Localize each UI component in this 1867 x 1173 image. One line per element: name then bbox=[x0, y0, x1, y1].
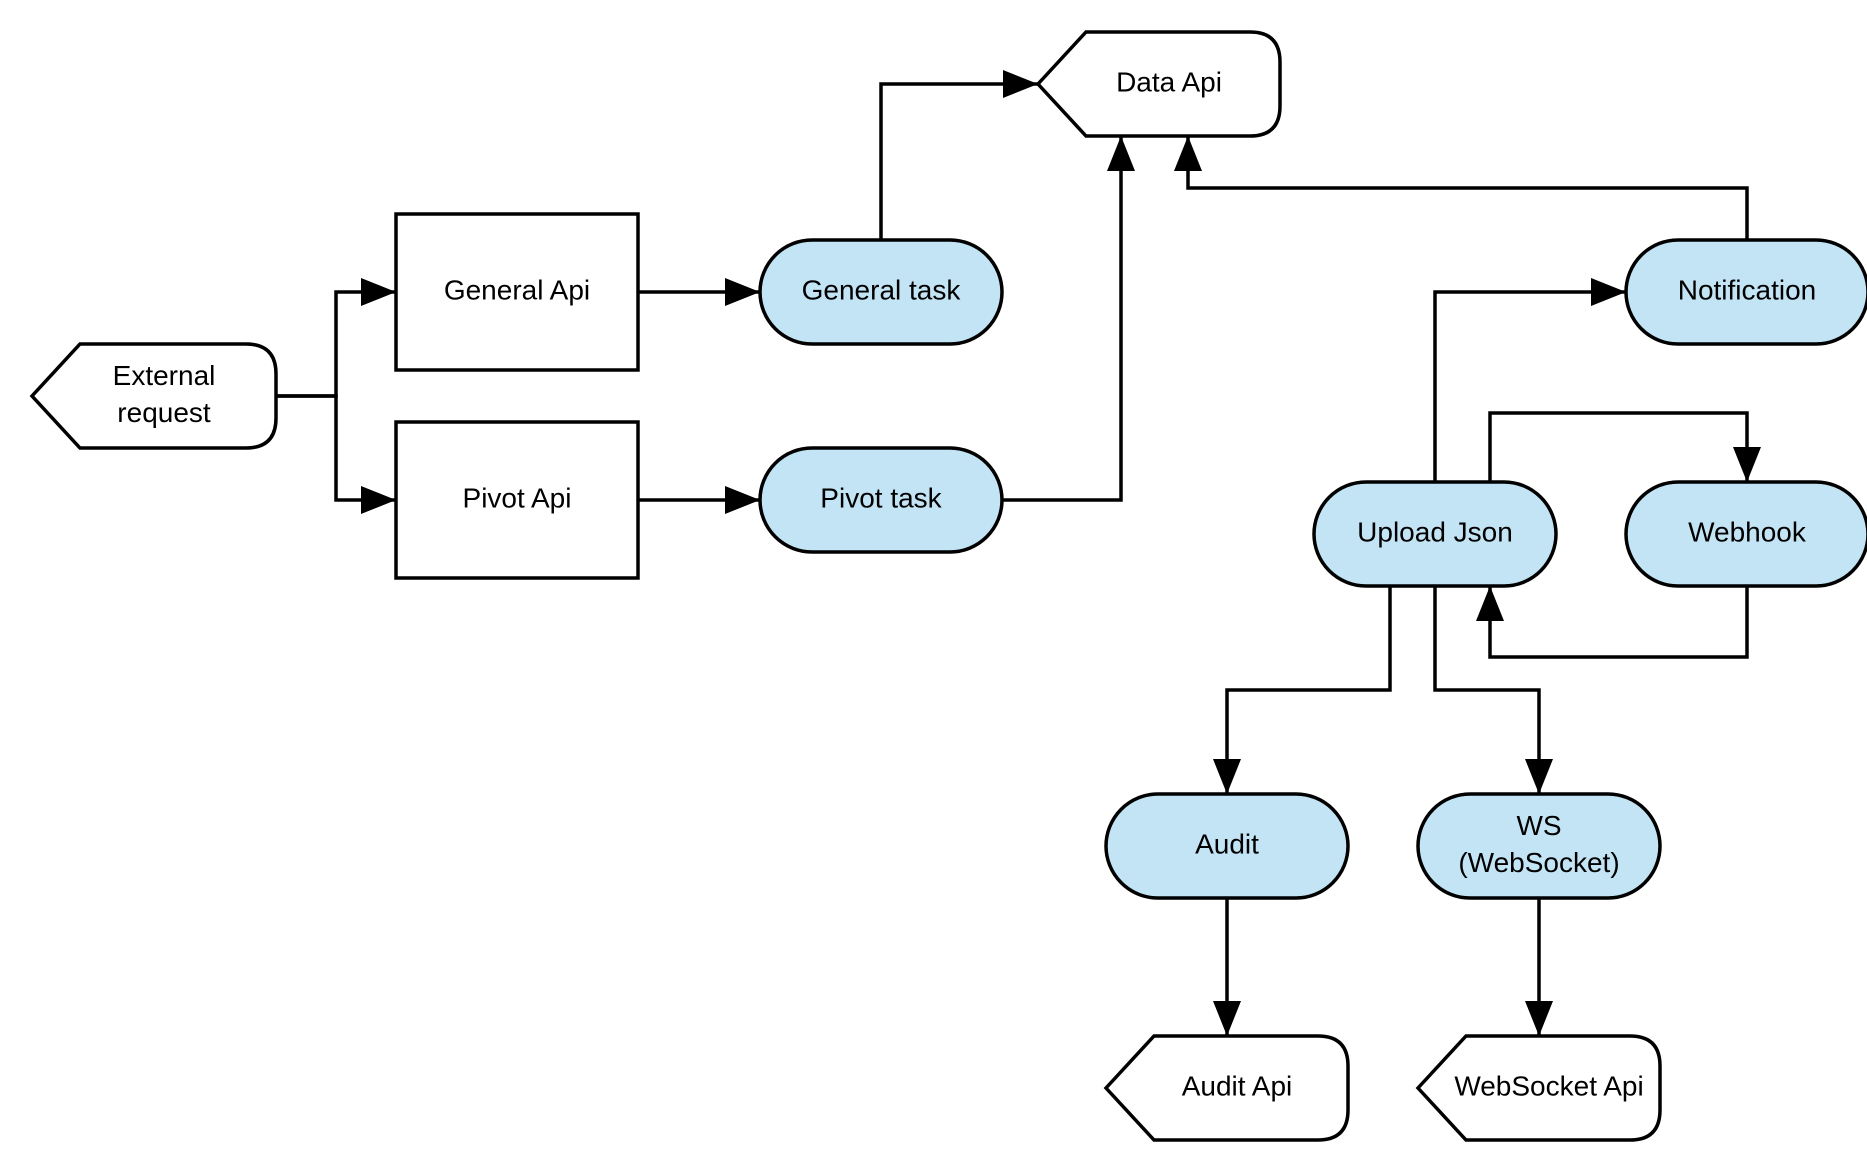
audit-api-shape bbox=[1103, 1034, 1350, 1142]
external-request-shape bbox=[29, 342, 278, 450]
pivot-api-shape bbox=[394, 420, 640, 580]
ws-websocket-label-line-2: (WebSocket) bbox=[1458, 847, 1619, 878]
general-api-shape bbox=[394, 212, 640, 372]
edges-layer bbox=[276, 70, 1761, 1036]
node-upload-json: Upload Json bbox=[1312, 480, 1558, 588]
node-external-request: External request bbox=[29, 342, 278, 450]
node-audit-api: Audit Api bbox=[1103, 1034, 1350, 1142]
notification-label: Notification bbox=[1678, 274, 1817, 305]
general-task-label: General task bbox=[802, 274, 962, 305]
webhook-shape bbox=[1624, 480, 1867, 588]
ws-websocket-label-line-1: WS bbox=[1516, 810, 1561, 841]
node-notification: Notification bbox=[1624, 238, 1867, 346]
audit-api-label: Audit Api bbox=[1182, 1070, 1293, 1101]
audit-shape bbox=[1104, 792, 1350, 900]
edge-pivot-task-to-data-api bbox=[1002, 136, 1135, 502]
node-webhook: Webhook bbox=[1624, 480, 1867, 588]
data-api-label: Data Api bbox=[1116, 66, 1222, 97]
external-request-label-line-2: request bbox=[117, 397, 211, 428]
websocket-api-label: WebSocket Api bbox=[1454, 1070, 1643, 1101]
edge-upload-json-to-webhook bbox=[1488, 411, 1761, 482]
websocket-api-shape bbox=[1415, 1034, 1662, 1142]
upload-json-shape bbox=[1312, 480, 1558, 588]
edge-webhook-to-upload-json bbox=[1476, 586, 1749, 659]
edge-upload-json-to-notification bbox=[1433, 278, 1626, 482]
node-pivot-api: Pivot Api bbox=[394, 420, 640, 580]
edge-upload-json-to-ws-websocket bbox=[1433, 586, 1553, 794]
node-audit: Audit bbox=[1104, 792, 1350, 900]
notification-shape bbox=[1624, 238, 1867, 346]
audit-label: Audit bbox=[1195, 828, 1259, 859]
edge-upload-json-to-audit bbox=[1213, 586, 1392, 794]
node-pivot-task: Pivot task bbox=[758, 446, 1004, 554]
edge-notification-to-data-api bbox=[1174, 136, 1749, 240]
general-api-label: General Api bbox=[444, 274, 590, 305]
webhook-label: Webhook bbox=[1688, 516, 1807, 547]
external-request-label-line-1: External bbox=[113, 360, 216, 391]
upload-json-label: Upload Json bbox=[1357, 516, 1513, 547]
node-data-api: Data Api bbox=[1035, 30, 1282, 138]
pivot-task-shape bbox=[758, 446, 1004, 554]
general-task-shape bbox=[758, 238, 1004, 346]
pivot-api-label: Pivot Api bbox=[463, 482, 572, 513]
edge-external-request-to-pivot-api bbox=[276, 394, 396, 514]
edge-external-request-to-general-api bbox=[276, 278, 396, 398]
ws-websocket-shape bbox=[1416, 792, 1662, 900]
node-ws-websocket: WS (WebSocket) bbox=[1416, 792, 1662, 900]
node-general-task: General task bbox=[758, 238, 1004, 346]
edge-general-task-to-data-api bbox=[879, 70, 1038, 240]
node-general-api: General Api bbox=[394, 212, 640, 372]
node-websocket-api: WebSocket Api bbox=[1415, 1034, 1662, 1142]
pivot-task-label: Pivot task bbox=[820, 482, 942, 513]
data-api-shape bbox=[1035, 30, 1282, 138]
